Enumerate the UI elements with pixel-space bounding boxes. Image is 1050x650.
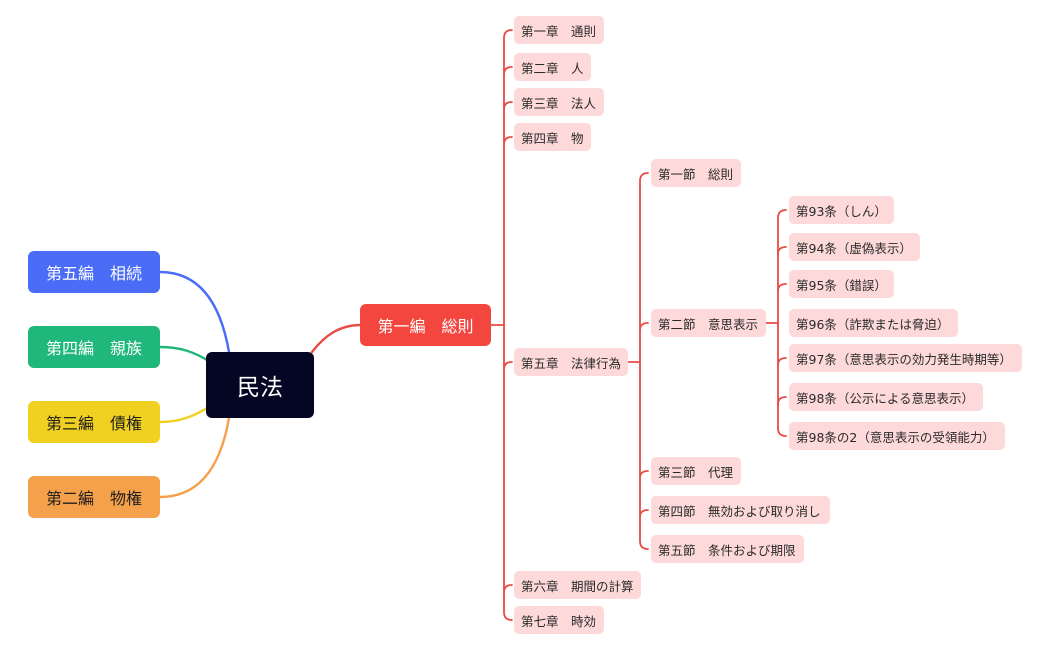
section-label-4: 第四節 無効および取り消し (658, 503, 821, 519)
book-label-1: 第一編 総則 (377, 317, 474, 336)
connector-book4 (158, 345, 212, 364)
article-label-97: 第97条（意思表示の効力発生時期等） (796, 351, 1012, 367)
connector-section-trunk (639, 172, 649, 550)
chapter-node-2[interactable]: 第二章 人 (514, 53, 591, 81)
chapter-label-3: 第三章 法人 (521, 95, 597, 111)
article-label-95: 第95条（錯誤） (796, 277, 887, 293)
chapter-node-3[interactable]: 第三章 法人 (514, 88, 604, 116)
book-label-4: 第四編 親族 (45, 339, 142, 358)
chapter-node-1[interactable]: 第一章 通則 (514, 16, 604, 44)
book-label-5: 第五編 相続 (45, 264, 142, 283)
chapter-node-4[interactable]: 第四章 物 (514, 123, 591, 151)
article-label-98: 第98条（公示による意思表示） (796, 390, 975, 406)
article-label-98-2: 第98条の2（意思表示の受領能力） (796, 429, 995, 445)
article-node-96[interactable]: 第96条（詐欺または脅迫） (789, 309, 958, 337)
article-node-97[interactable]: 第97条（意思表示の効力発生時期等） (789, 344, 1022, 372)
chapter-label-1: 第一章 通則 (521, 23, 597, 39)
chapter-label-7: 第七章 時効 (521, 613, 597, 629)
article-label-94: 第94条（虚偽表示） (796, 240, 912, 256)
connector-book3 (158, 404, 212, 424)
article-label-96: 第96条（詐欺または脅迫） (796, 316, 950, 332)
section-node-5[interactable]: 第五節 条件および期限 (651, 535, 804, 563)
chapter-label-2: 第二章 人 (521, 60, 584, 76)
chapter-label-5: 第五章 法律行為 (521, 355, 622, 371)
section-node-3[interactable]: 第三節 代理 (651, 457, 741, 485)
book-node-3[interactable]: 第三編 債権 (28, 401, 160, 443)
chapter-node-6[interactable]: 第六章 期間の計算 (514, 571, 641, 599)
section-label-5: 第五節 条件および期限 (658, 542, 796, 558)
article-node-94[interactable]: 第94条（虚偽表示） (789, 233, 920, 261)
book-label-3: 第三編 債権 (45, 414, 142, 433)
chapter-label-4: 第四章 物 (521, 130, 584, 146)
connector-chapter-trunk (503, 29, 513, 621)
section-node-1[interactable]: 第一節 総則 (651, 159, 741, 187)
connector-article-trunk (777, 209, 787, 437)
connector-book5 (158, 270, 231, 354)
article-node-98[interactable]: 第98条（公示による意思表示） (789, 383, 983, 411)
connector-book1 (310, 323, 363, 354)
book-node-5[interactable]: 第五編 相続 (28, 251, 160, 293)
chapter-label-6: 第六章 期間の計算 (521, 578, 634, 594)
chapter-node-7[interactable]: 第七章 時効 (514, 606, 604, 634)
section-node-2[interactable]: 第二節 意思表示 (651, 309, 766, 337)
article-node-98-2[interactable]: 第98条の2（意思表示の受領能力） (789, 422, 1005, 450)
book-label-2: 第二編 物権 (45, 489, 142, 508)
root-label: 民法 (237, 375, 283, 401)
book-node-2[interactable]: 第二編 物権 (28, 476, 160, 518)
connector-book2 (158, 416, 231, 499)
article-node-93[interactable]: 第93条（しん） (789, 196, 894, 224)
section-label-1: 第一節 総則 (658, 166, 734, 182)
article-node-95[interactable]: 第95条（錯誤） (789, 270, 894, 298)
section-node-4[interactable]: 第四節 無効および取り消し (651, 496, 830, 524)
chapter-node-5[interactable]: 第五章 法律行為 (514, 348, 628, 376)
root-node[interactable]: 民法 (206, 352, 314, 418)
book-node-1[interactable]: 第一編 総則 (360, 304, 491, 346)
article-label-93: 第93条（しん） (796, 203, 887, 219)
section-label-2: 第二節 意思表示 (658, 316, 759, 332)
section-label-3: 第三節 代理 (658, 464, 734, 480)
book-node-4[interactable]: 第四編 親族 (28, 326, 160, 368)
